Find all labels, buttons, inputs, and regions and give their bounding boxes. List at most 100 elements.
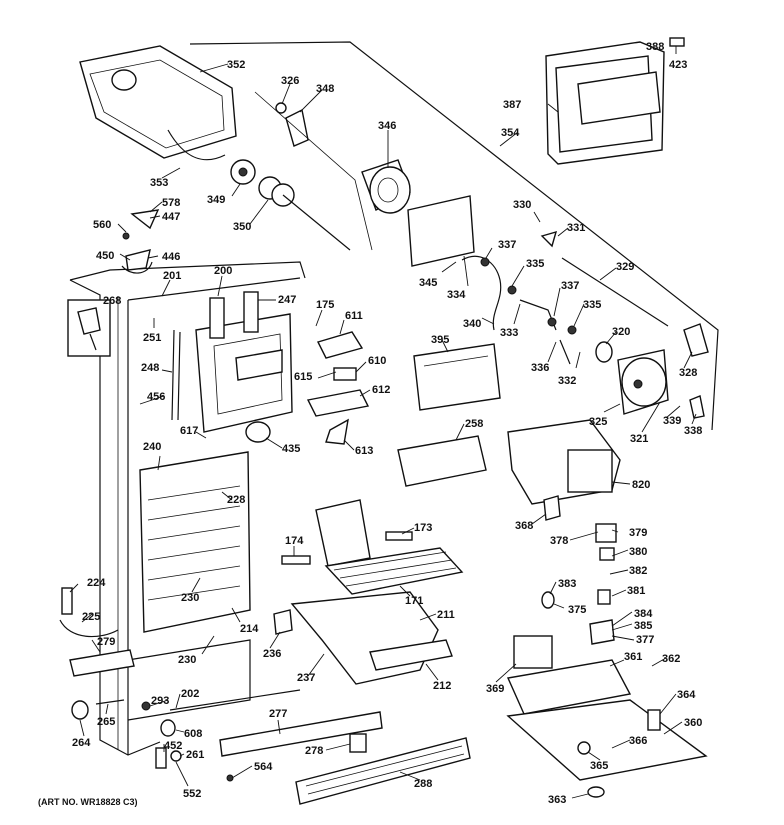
label-378: 378 — [550, 535, 568, 547]
label-365: 365 — [590, 760, 608, 772]
label-366: 366 — [629, 735, 647, 747]
label-251: 251 — [143, 332, 161, 344]
label-268: 268 — [103, 295, 121, 307]
shutter-part — [683, 323, 709, 357]
label-383: 383 — [558, 578, 576, 590]
label-331: 331 — [567, 222, 585, 234]
label-332: 332 — [558, 375, 576, 387]
small-fasteners-left — [121, 209, 160, 274]
label-329: 329 — [616, 261, 634, 273]
auger-coupling-part — [230, 159, 351, 251]
label-247: 247 — [278, 294, 296, 306]
part-labels: 352 326 348 346 388 423 387 354 353 349 … — [72, 41, 702, 806]
cover-part — [397, 435, 487, 487]
label-363: 363 — [548, 794, 566, 806]
label-564: 564 — [254, 761, 273, 773]
label-354: 354 — [501, 127, 520, 139]
label-328: 328 — [679, 367, 697, 379]
compressor-part — [506, 635, 632, 715]
linkage-parts — [461, 230, 669, 365]
label-377: 377 — [636, 634, 654, 646]
label-611: 611 — [345, 310, 363, 322]
shelf-clip-part — [281, 555, 311, 565]
clip-part — [689, 395, 705, 419]
label-211: 211 — [437, 609, 455, 621]
label-423: 423 — [669, 59, 687, 71]
label-388: 388 — [646, 41, 664, 53]
fan-part — [245, 421, 271, 443]
label-325: 325 — [589, 416, 607, 428]
label-615: 615 — [294, 371, 312, 383]
label-261: 261 — [186, 749, 204, 761]
art-number-caption: (ART NO. WR18828 C3) — [38, 797, 138, 807]
label-381: 381 — [627, 585, 645, 597]
label-258: 258 — [465, 418, 483, 430]
label-361: 361 — [624, 651, 642, 663]
label-225: 225 — [82, 611, 100, 623]
label-368: 368 — [515, 520, 533, 532]
label-333: 333 — [500, 327, 518, 339]
evaporator-coil-part — [139, 451, 251, 633]
label-352: 352 — [227, 59, 245, 71]
label-224: 224 — [87, 577, 106, 589]
label-279: 279 — [97, 636, 115, 648]
label-171: 171 — [405, 595, 423, 607]
label-617: 617 — [180, 425, 198, 437]
label-369: 369 — [486, 683, 504, 695]
dispenser-motor-part — [595, 341, 669, 415]
tube-part — [171, 329, 181, 421]
label-346: 346 — [378, 120, 396, 132]
dispenser-door-part — [545, 37, 685, 165]
basket-part — [315, 499, 464, 595]
label-212: 212 — [433, 680, 451, 692]
label-236: 236 — [263, 648, 281, 660]
label-612: 612 — [372, 384, 390, 396]
label-202: 202 — [181, 688, 199, 700]
label-578: 578 — [162, 197, 180, 209]
ice-bucket-part — [79, 45, 237, 161]
label-334: 334 — [447, 289, 466, 301]
foot-part — [587, 786, 605, 798]
label-350: 350 — [233, 221, 251, 233]
label-321: 321 — [630, 433, 648, 445]
label-613: 613 — [355, 445, 373, 457]
label-362: 362 — [662, 653, 680, 665]
ice-maker-part — [507, 419, 621, 505]
rail-part — [219, 711, 383, 757]
label-320: 320 — [612, 326, 630, 338]
evaporator-housing-part — [195, 291, 293, 433]
label-339: 339 — [663, 415, 681, 427]
auger-motor-part — [361, 159, 411, 214]
hinge-part — [273, 609, 293, 635]
label-395: 395 — [431, 334, 449, 346]
label-380: 380 — [629, 546, 647, 558]
label-450: 450 — [96, 250, 114, 262]
control-board-part — [413, 343, 501, 411]
label-326: 326 — [281, 75, 299, 87]
label-337b: 337 — [561, 280, 579, 292]
mounting-plate-part — [407, 195, 475, 267]
label-230a: 230 — [181, 592, 199, 604]
label-384: 384 — [634, 608, 653, 620]
label-230b: 230 — [178, 654, 196, 666]
label-435: 435 — [282, 443, 300, 455]
label-337a: 337 — [498, 239, 516, 251]
label-560: 560 — [93, 219, 111, 231]
label-288: 288 — [414, 778, 432, 790]
label-608: 608 — [184, 728, 202, 740]
damper-parts — [306, 331, 370, 445]
label-265: 265 — [97, 716, 115, 728]
label-174: 174 — [285, 535, 304, 547]
label-340: 340 — [463, 318, 481, 330]
label-201: 201 — [163, 270, 181, 282]
leader-lines — [69, 46, 697, 799]
label-364: 364 — [677, 689, 696, 701]
label-330: 330 — [513, 199, 531, 211]
label-173: 173 — [414, 522, 432, 534]
label-379: 379 — [629, 527, 647, 539]
label-336: 336 — [531, 362, 549, 374]
label-264: 264 — [72, 737, 91, 749]
label-248: 248 — [141, 362, 159, 374]
bracket-part — [254, 91, 373, 251]
